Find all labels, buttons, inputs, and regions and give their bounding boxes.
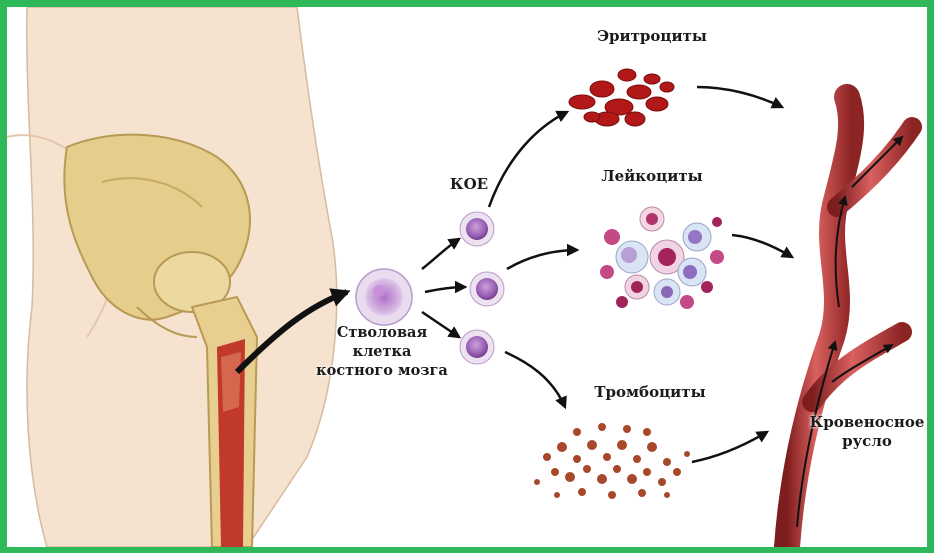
leukocytes-cluster <box>600 207 724 309</box>
label-stem-line1: Стволовая <box>307 323 457 342</box>
hematopoiesis-illustration <box>7 7 927 547</box>
label-cfu: КОЕ <box>439 175 499 194</box>
cfu-cell <box>460 330 494 364</box>
erythrocytes-cluster <box>569 69 674 126</box>
cfu-cell <box>470 272 504 306</box>
label-bloodstream: Кровеносное русло <box>807 413 927 451</box>
arrow-cfu-to-leukocytes <box>507 250 577 269</box>
arrow-stem-to-cfu-mid <box>425 287 465 292</box>
blood-vessel <box>787 97 912 547</box>
arrow-stem-to-cfu-top <box>422 239 459 269</box>
label-leukocytes: Лейкоциты <box>587 167 717 186</box>
arrow-leukocytes-to-vessel <box>732 235 792 257</box>
label-stem-line3: костного мозга <box>307 361 457 380</box>
platelets-cluster <box>534 423 690 499</box>
label-stem-line2: клетка <box>307 342 457 361</box>
label-bloodstream-line1: Кровеносное <box>807 413 927 432</box>
arrow-platelets-to-vessel <box>692 432 767 462</box>
arrow-erythrocytes-to-vessel <box>697 87 782 107</box>
stem-cell <box>356 269 412 325</box>
diagram-frame: Эритроциты КОЕ Лейкоциты Стволовая клетк… <box>7 7 927 547</box>
label-stem-cell: Стволовая клетка костного мозга <box>307 323 457 380</box>
cfu-cell <box>460 212 494 246</box>
arrow-cfu-to-platelets <box>505 352 565 407</box>
label-platelets: Тромбоциты <box>585 383 715 402</box>
label-bloodstream-line2: русло <box>807 432 927 451</box>
label-erythrocytes: Эритроциты <box>587 27 717 46</box>
arrow-cfu-to-erythrocytes <box>489 112 567 207</box>
